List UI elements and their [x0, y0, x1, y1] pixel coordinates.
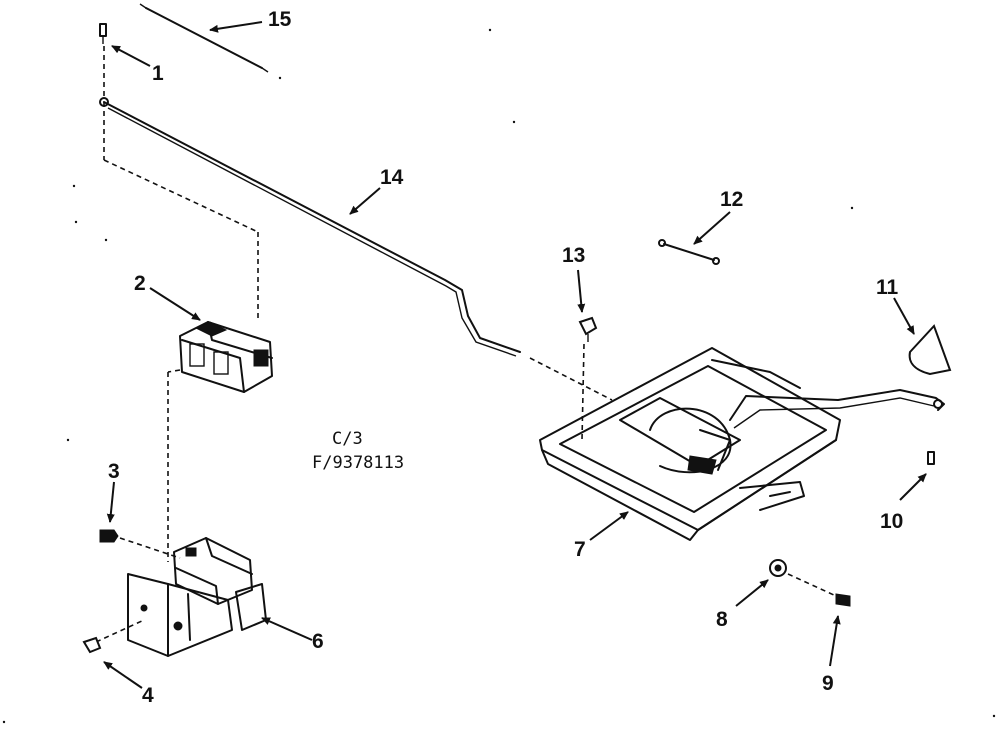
part-2-relay-switch	[149, 287, 273, 393]
callout-6: 6	[312, 630, 324, 653]
callout-15: 15	[268, 8, 292, 31]
callout-labels: 15 1 14 2 3 6 4 7 13 12 11 10 8 9	[108, 8, 903, 707]
part-4-nut	[82, 636, 143, 689]
part-3-screw	[99, 481, 181, 559]
callout-7: 7	[574, 538, 586, 561]
code-line-1: C/3	[332, 429, 363, 449]
callout-11: 11	[876, 276, 899, 299]
alignment-lines-upper	[103, 102, 259, 562]
callout-8: 8	[716, 608, 728, 631]
scan-specks	[2, 28, 996, 724]
callout-12: 12	[720, 188, 743, 211]
part-15-spring-rod	[139, 3, 269, 73]
callout-1: 1	[152, 62, 164, 85]
code-line-2: F/9378113	[312, 453, 404, 473]
bracket	[95, 573, 233, 657]
part-9-screw	[829, 593, 851, 667]
part-10-pin	[899, 451, 935, 501]
part-11-knob-cap	[893, 297, 952, 376]
part-1-screw	[99, 23, 151, 98]
callout-2: 2	[134, 272, 146, 295]
part-8-washer	[735, 559, 837, 607]
part-7-tray-assembly	[539, 347, 945, 541]
callout-10: 10	[880, 510, 903, 533]
callout-4: 4	[142, 684, 154, 707]
diagram-code: C/3 F/9378113	[312, 429, 404, 473]
callout-3: 3	[108, 460, 120, 483]
part-12-spring	[658, 211, 731, 265]
part-6-switch-housing	[173, 537, 313, 641]
part-14-linkage-rod	[99, 97, 613, 401]
part-13-screw	[577, 269, 598, 441]
callout-9: 9	[822, 672, 834, 695]
callout-13: 13	[562, 244, 585, 267]
callout-14: 14	[380, 166, 404, 189]
